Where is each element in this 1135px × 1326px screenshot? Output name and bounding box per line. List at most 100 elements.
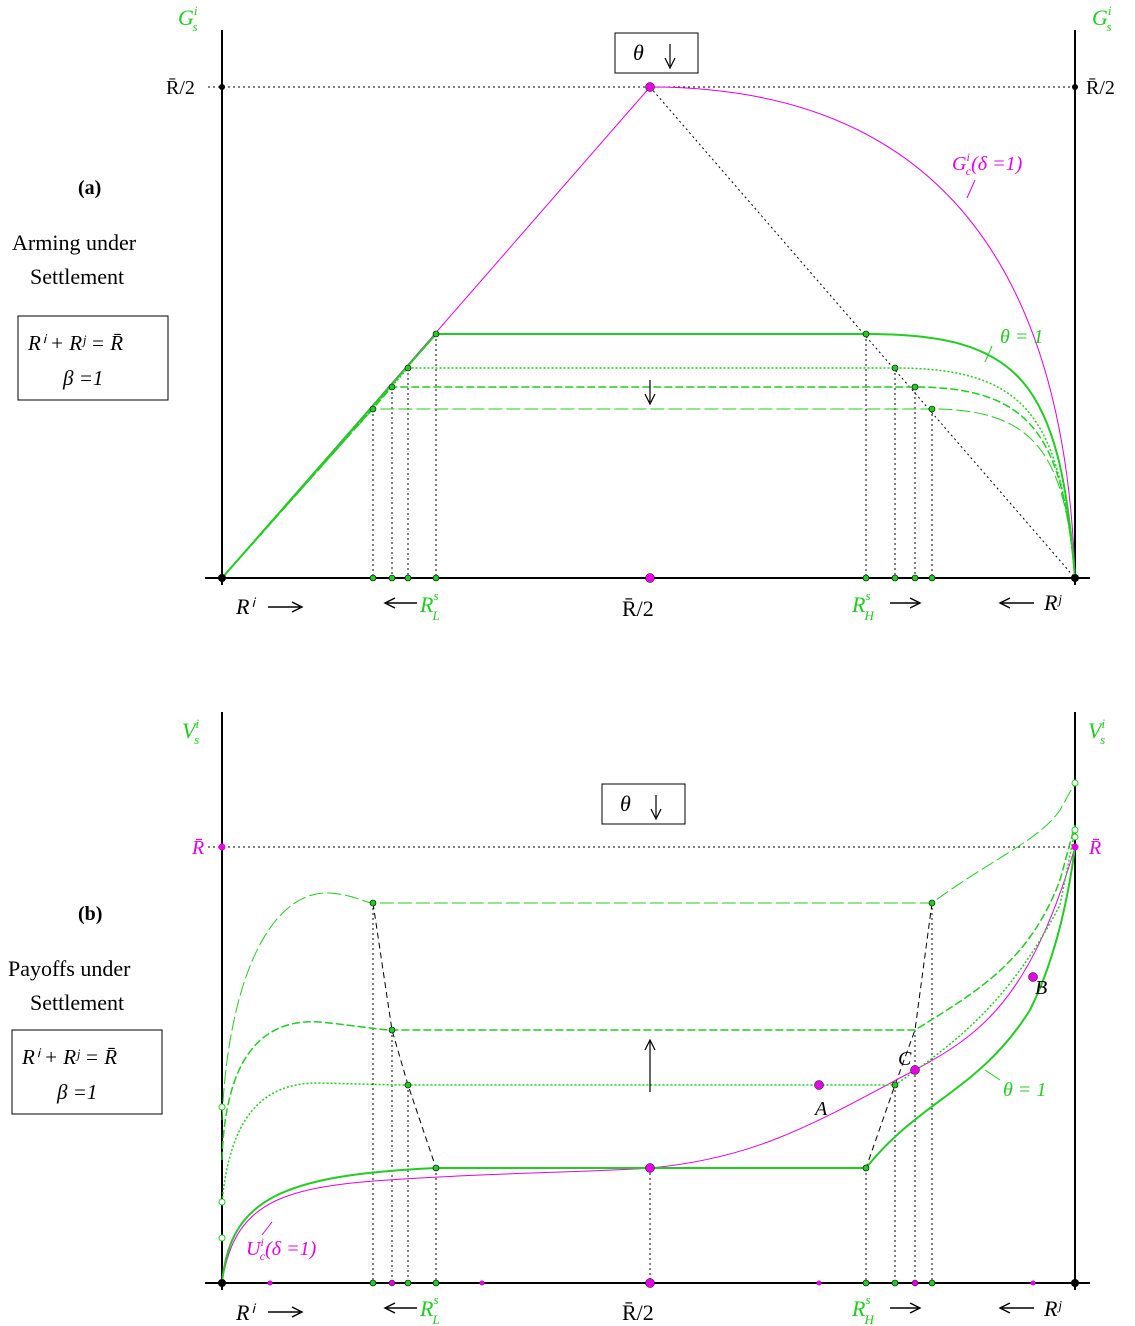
panel-b-pt <box>404 1081 412 1089</box>
panel-b-pt <box>388 1026 396 1034</box>
panel-a-xdot <box>928 574 936 582</box>
panel-b-rbar-right-dot <box>1071 843 1079 851</box>
panel-b-pt <box>369 899 377 907</box>
panel-a-pt <box>404 364 412 372</box>
panel-a-pt <box>928 405 936 413</box>
panel-b-mag-xdot <box>267 1280 273 1286</box>
panel-a-end-dot <box>1071 574 1079 582</box>
panel-a-mid-dot <box>645 573 655 583</box>
panel-a-green-dotted <box>221 367 1076 579</box>
panel-b-theta1-label: θ = 1 <box>1003 1079 1046 1101</box>
panel-b-label: (b) <box>78 903 102 925</box>
panel-a-xdot <box>404 574 412 582</box>
panel-a-pt <box>388 383 396 391</box>
panel-a-x-right: Rʲ <box>1043 590 1062 615</box>
panel-a-caption-2: Settlement <box>30 264 124 289</box>
panel-b-xdot <box>891 1279 899 1287</box>
panel-b-theta-arrow-head <box>650 808 662 821</box>
panel-a-x-right-arrowhead <box>998 597 1011 609</box>
panel-a-green-dashed <box>221 386 1076 579</box>
panel-b-point-b <box>1028 972 1038 982</box>
panel-a-eq-box <box>17 315 169 401</box>
panel-a-theta-symbol: θ <box>633 40 644 65</box>
panel-b-uc-leader <box>261 1221 273 1236</box>
panel-b-xdot <box>432 1279 440 1287</box>
panel-a-xdot <box>432 574 440 582</box>
panel-b-mag-xdot <box>816 1280 822 1286</box>
panel-a-beta: β =1 <box>62 366 103 390</box>
panel-b-up-arrow-head <box>644 1038 656 1051</box>
panel-a-rh-arrowhead <box>909 597 922 609</box>
panel-a-green-solid <box>221 333 1076 579</box>
panel-b-left-pt <box>218 1198 226 1206</box>
panel-b-label-c: C <box>898 1048 912 1070</box>
panel-b-right-pt <box>1071 826 1079 834</box>
panel-b-mid-xdot <box>645 1278 655 1288</box>
panel-a-pt <box>369 405 377 413</box>
panel-b-xdot <box>862 1279 870 1287</box>
panel-b-left-pt <box>218 1234 226 1242</box>
panel-a-pt <box>891 364 899 372</box>
panel-b-x-left: Rⁱ <box>235 1300 256 1325</box>
panel-b-caption-2: Settlement <box>30 990 124 1015</box>
panel-b-rbar-left-dot <box>218 843 226 851</box>
panel-b-left-connector <box>372 902 437 1169</box>
panel-a-level-right: R̄/2 <box>1086 77 1115 99</box>
panel-b-mag-xdot <box>388 1279 396 1287</box>
panel-a-xdot <box>369 574 377 582</box>
panel-b-point-c <box>910 1065 920 1075</box>
panel-a-xdot <box>388 574 396 582</box>
panel-b-origin-dot <box>218 1279 226 1287</box>
panel-b-x-mid: R̄/2 <box>622 1300 654 1325</box>
panel-b-rl-arrowhead <box>383 1302 396 1314</box>
panel-b-x-left-arrowhead <box>291 1306 304 1318</box>
panel-b-eq: Rⁱ + Rʲ = R̄ <box>21 1045 117 1069</box>
panel-b-caption-1: Payoffs under <box>8 956 131 981</box>
panel-b-right-pt <box>1071 779 1079 787</box>
panel-a-x-left: Rⁱ <box>235 594 256 619</box>
panel-b-green-solid <box>221 846 1076 1284</box>
panel-b-end-dot <box>1071 1279 1079 1287</box>
panel-b-green-dotted <box>221 829 1076 1203</box>
panel-a-theta1-leader <box>984 345 993 363</box>
panel-b-mag-xdot <box>911 1279 919 1287</box>
panel-b-mag-xdot <box>1030 1280 1036 1286</box>
panel-b-pt <box>928 899 936 907</box>
panel-a-green-longdash <box>221 408 1076 579</box>
panel-a-level-left: R̄/2 <box>166 77 195 99</box>
panel-b-beta: β =1 <box>56 1080 97 1104</box>
panel-b-label-b: B <box>1035 977 1047 999</box>
panel-b-xdot <box>369 1279 377 1287</box>
panel-a-xdot <box>911 574 919 582</box>
panel-b-xdot <box>928 1279 936 1287</box>
panel-b-pt <box>432 1164 440 1172</box>
panel-a-caption-1: Arming under <box>12 230 137 255</box>
panel-a-x-mid: R̄/2 <box>622 596 654 621</box>
panel-b-mag-xdot <box>479 1280 485 1286</box>
panel-b-x-right-arrowhead <box>998 1302 1011 1314</box>
panel-a-pt <box>432 330 440 338</box>
panel-b-uc-curve <box>221 846 1076 1284</box>
panel-a-peak-point <box>645 82 655 92</box>
panel-b-pt <box>862 1164 870 1172</box>
panel-a-pt <box>911 383 919 391</box>
panel-b-right-connector <box>865 902 933 1169</box>
panel-b-level-right: R̄ <box>1088 837 1101 859</box>
panel-a-theta-box <box>614 32 699 74</box>
panel-b-x-right: Rʲ <box>1043 1296 1062 1321</box>
panel-b-right-pt <box>1071 833 1079 841</box>
panel-b-level-left: R̄ <box>191 837 204 859</box>
panel-a-xdot <box>862 574 870 582</box>
panel-b-green-dashed-curve <box>221 824 1076 1161</box>
panel-a-rl-arrowhead <box>383 597 396 609</box>
